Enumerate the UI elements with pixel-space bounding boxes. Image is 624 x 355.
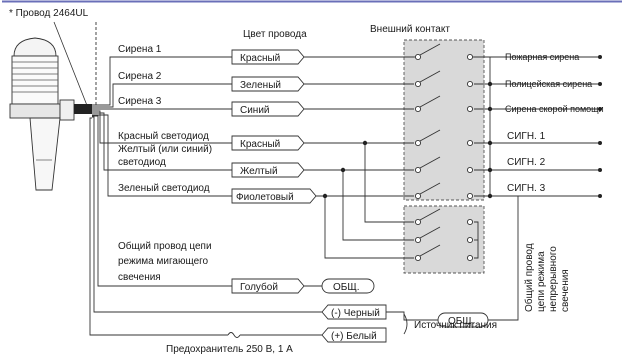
label-led-yellow-2: светодиод — [118, 157, 166, 168]
svg-text:Фиолетовый: Фиолетовый — [236, 192, 294, 203]
svg-text:Желтый: Желтый — [240, 166, 278, 177]
vertical-note: Общий провод цепи режима непрерывного св… — [523, 243, 571, 312]
label-led-green: Зеленый светодиод — [118, 183, 210, 194]
label-fuse: Предохранитель 250 В, 1 А — [166, 344, 293, 355]
label-fire-siren: Пожарная сирена — [505, 52, 579, 62]
svg-text:ОБЩ.: ОБЩ. — [448, 316, 475, 327]
tag-com-2: ОБЩ. — [437, 312, 489, 328]
label-blink-common-3: свечения — [118, 272, 161, 283]
svg-text:свечения: свечения — [560, 269, 571, 312]
svg-text:непрерывного: непрерывного — [548, 246, 559, 312]
tag-com-1: ОБЩ. — [321, 278, 375, 294]
junction-dots — [322, 55, 602, 199]
svg-text:(-) Черный: (-) Черный — [331, 308, 380, 319]
svg-text:Красный: Красный — [240, 139, 280, 150]
tag-violet: Фиолетовый — [231, 188, 317, 204]
signal-tower-illustration — [9, 21, 89, 191]
tag-light-blue: Голубой — [231, 278, 305, 294]
external-contact-box-top — [403, 39, 485, 201]
tag-red-1: Красный — [231, 49, 305, 65]
svg-text:Зеленый: Зеленый — [240, 80, 281, 91]
relay-switches — [414, 43, 474, 262]
wire-color-title: Цвет провода — [243, 29, 307, 40]
external-contact-title: Внешний контакт — [370, 24, 450, 35]
label-sig-2: СИГН. 2 — [507, 157, 546, 168]
tag-red-2: Красный — [231, 135, 305, 151]
cable-bundle — [74, 104, 92, 114]
svg-text:Синий: Синий — [240, 105, 270, 116]
cable-note: * Провод 2464UL — [9, 8, 89, 19]
label-sig-1: СИГН. 1 — [507, 131, 546, 142]
contact-wires — [304, 56, 600, 321]
svg-text:(+) Белый: (+) Белый — [331, 331, 377, 342]
fuse-symbol — [227, 332, 241, 338]
power-source-bracket — [403, 313, 408, 335]
tag-green: Зеленый — [231, 76, 305, 92]
svg-text:цепи режима: цепи режима — [536, 251, 547, 312]
label-siren-1: Сирена 1 — [118, 44, 162, 55]
svg-text:Голубой: Голубой — [240, 281, 278, 293]
label-blink-common-2: режима мигающего — [118, 256, 209, 267]
label-siren-3: Сирена 3 — [118, 96, 162, 107]
label-sig-3: СИГН. 3 — [507, 183, 546, 194]
label-led-red: Красный светодиод — [118, 131, 209, 142]
label-led-yellow-1: Желтый (или синий) — [118, 144, 212, 155]
signal-wires — [89, 56, 322, 336]
svg-text:ОБЩ.: ОБЩ. — [333, 282, 360, 293]
svg-text:Общий провод: Общий провод — [523, 243, 535, 312]
label-blink-common-1: Общий провод цепи — [118, 240, 212, 252]
tag-white: (+) Белый — [321, 327, 387, 343]
label-power-source: Источник питания — [414, 320, 497, 331]
tag-yellow: Желтый — [231, 162, 305, 178]
tag-black: (-) Черный — [321, 304, 387, 320]
tag-blue: Синий — [231, 101, 305, 117]
svg-text:Красный: Красный — [240, 53, 280, 64]
label-ambulance-siren: Сирена скорой помощи — [505, 104, 604, 114]
label-siren-2: Сирена 2 — [118, 71, 162, 82]
label-police-siren: Полицейская сирена — [505, 79, 592, 89]
